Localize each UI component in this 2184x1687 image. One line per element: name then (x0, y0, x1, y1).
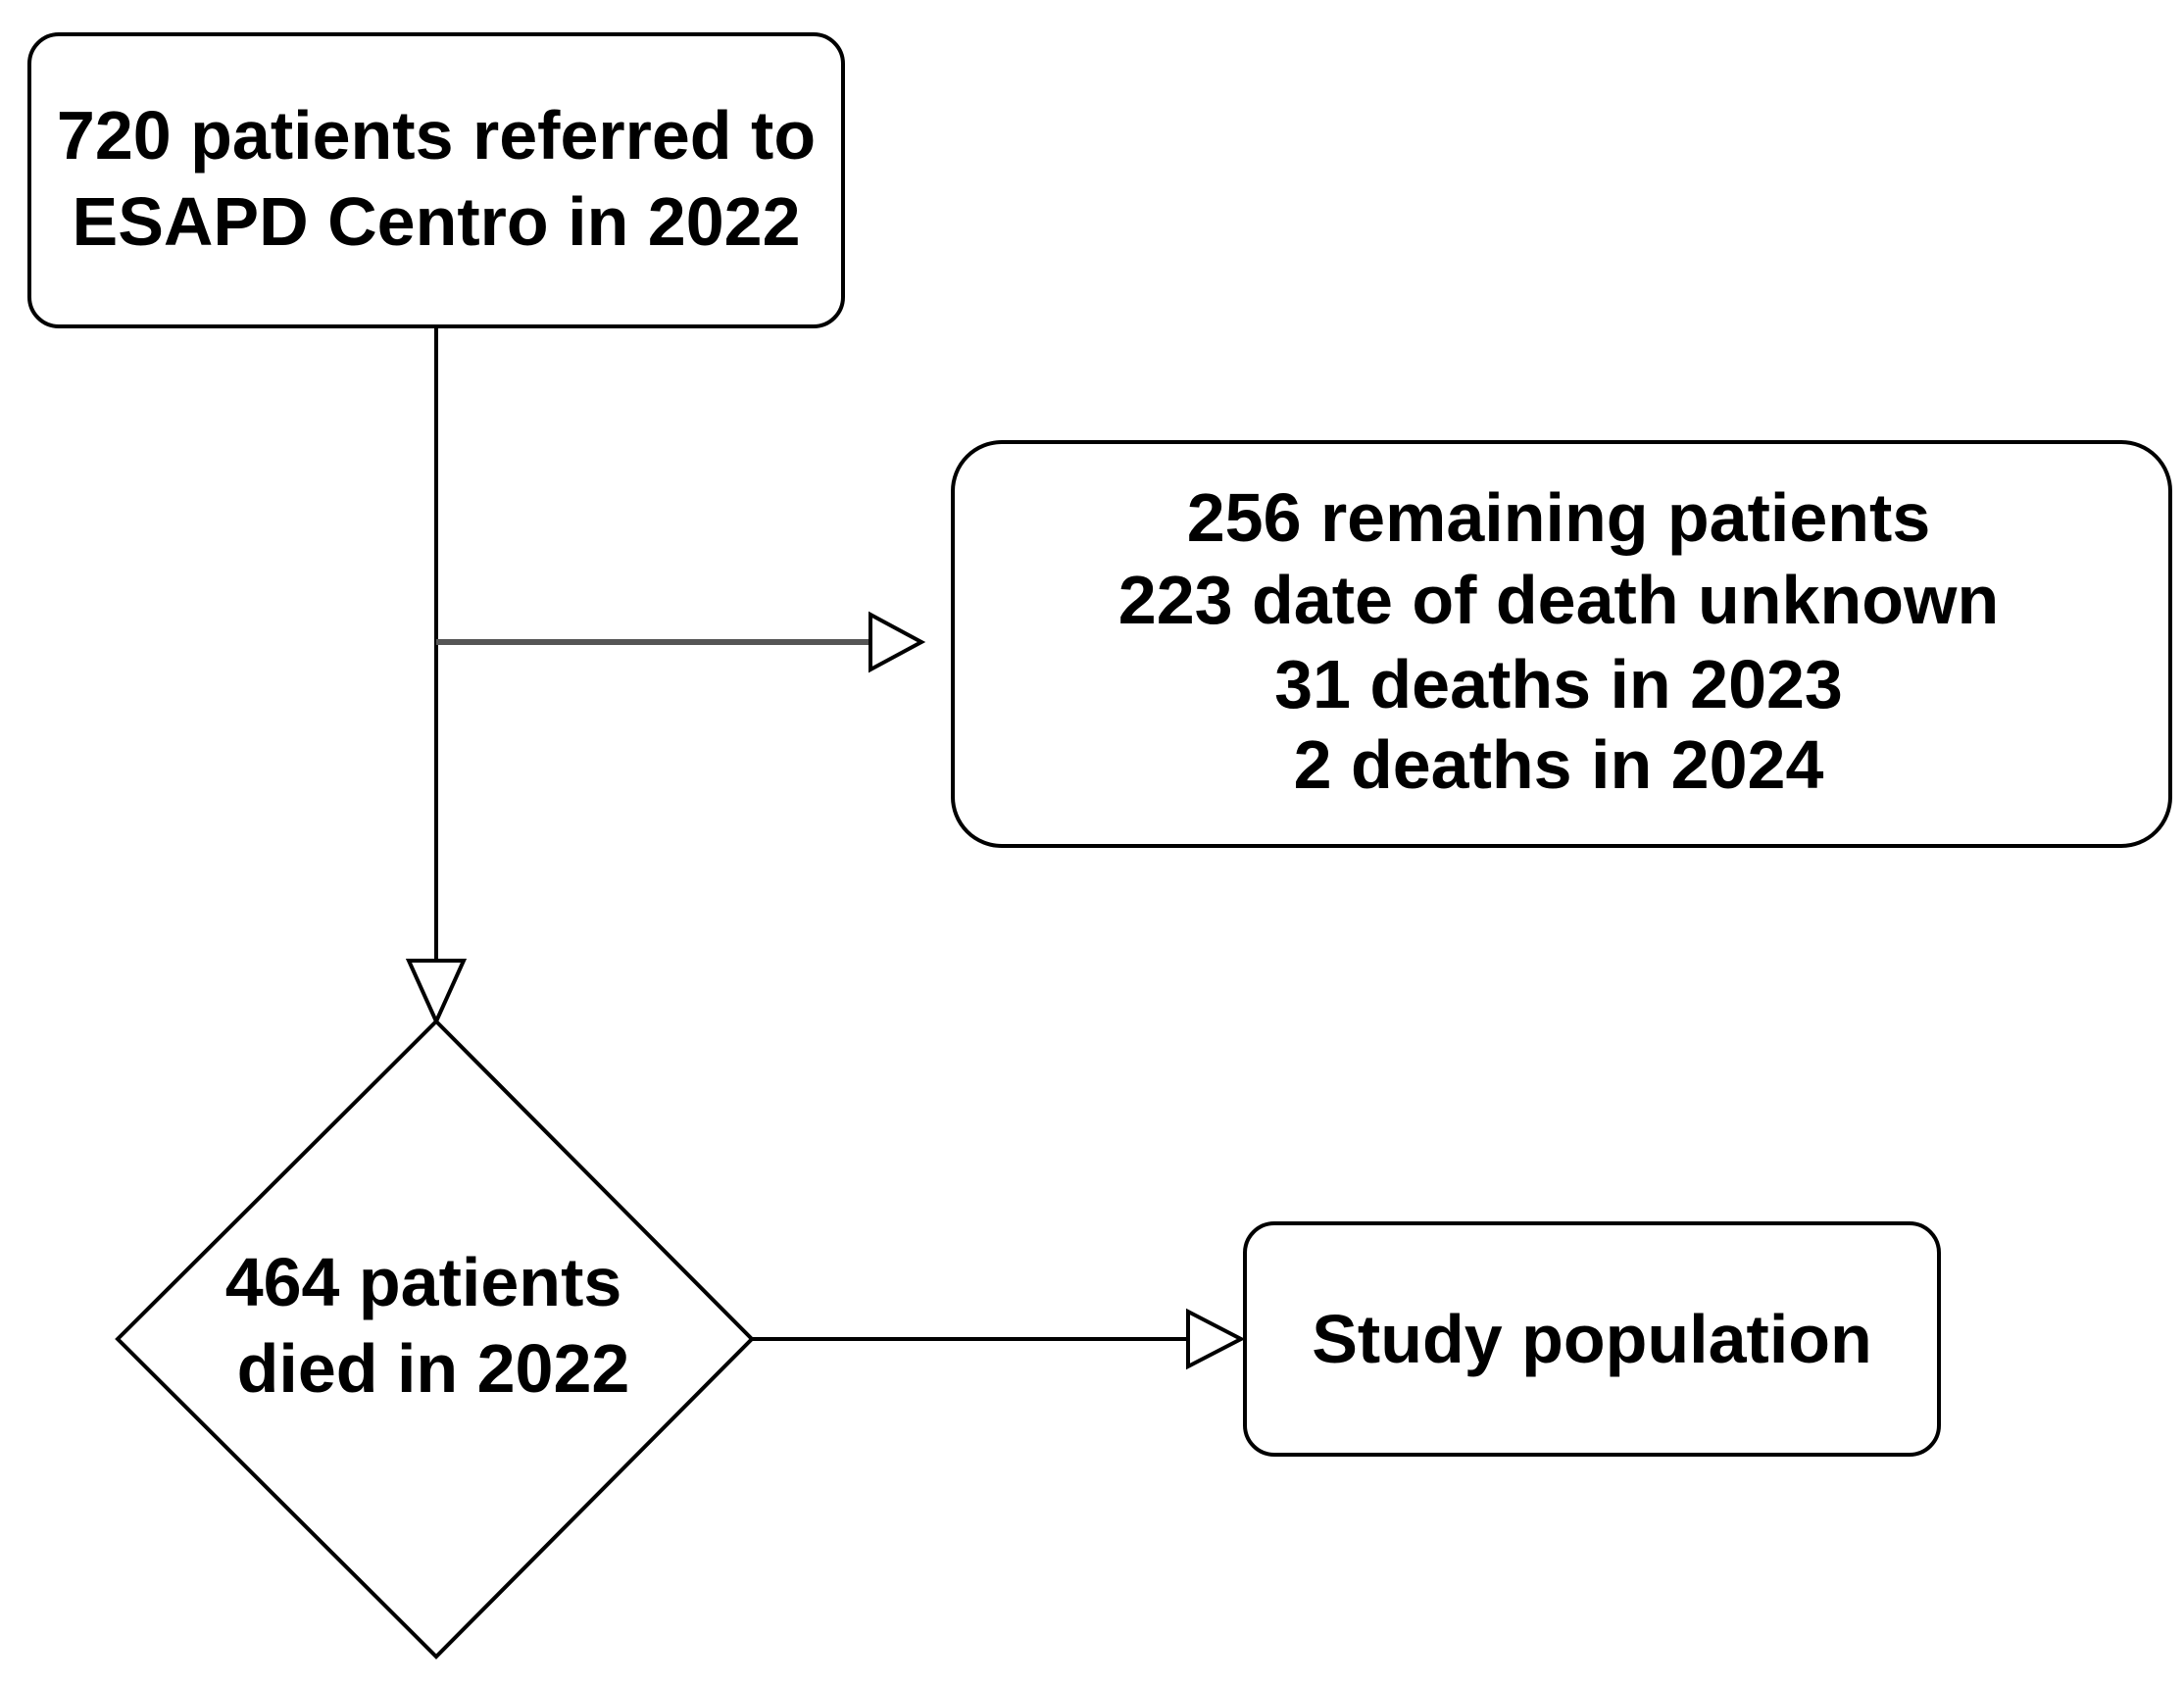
node-referred-box (27, 32, 845, 328)
node-study-box (1243, 1221, 1941, 1457)
node-remaining: 256 remaining patients 223 date of death… (951, 440, 2172, 848)
node-study: Study population (1243, 1221, 1941, 1457)
edge-died-to-study-arrow (1186, 1308, 1246, 1370)
node-died: 464 patients died in 2022 (115, 1018, 755, 1660)
node-died-line-2: died in 2022 (237, 1330, 630, 1407)
node-died-line-1: 464 patients (225, 1244, 622, 1320)
edge-referred-to-remaining-arrow (869, 611, 926, 673)
edge-referred-to-died-arrow (405, 959, 468, 1026)
node-study-line-1: Study population (1312, 1301, 1872, 1377)
node-died-diamond (115, 1018, 755, 1660)
node-referred: 720 patients referred to ESAPD Centro in… (27, 32, 845, 328)
node-remaining-line-1: 256 remaining patients (1187, 479, 1931, 556)
node-referred-line-2: ESAPD Centro in 2022 (73, 183, 801, 260)
edge-referred-to-remaining (436, 611, 926, 673)
edge-referred-to-died (405, 326, 468, 1026)
node-remaining-line-4: 2 deaths in 2024 (1294, 726, 1824, 803)
edge-died-to-study (752, 1308, 1246, 1370)
node-referred-line-1: 720 patients referred to (57, 97, 816, 174)
node-remaining-box (951, 440, 2172, 848)
node-remaining-line-2: 223 date of death unknown (1118, 562, 1999, 638)
node-remaining-line-3: 31 deaths in 2023 (1274, 646, 1843, 722)
